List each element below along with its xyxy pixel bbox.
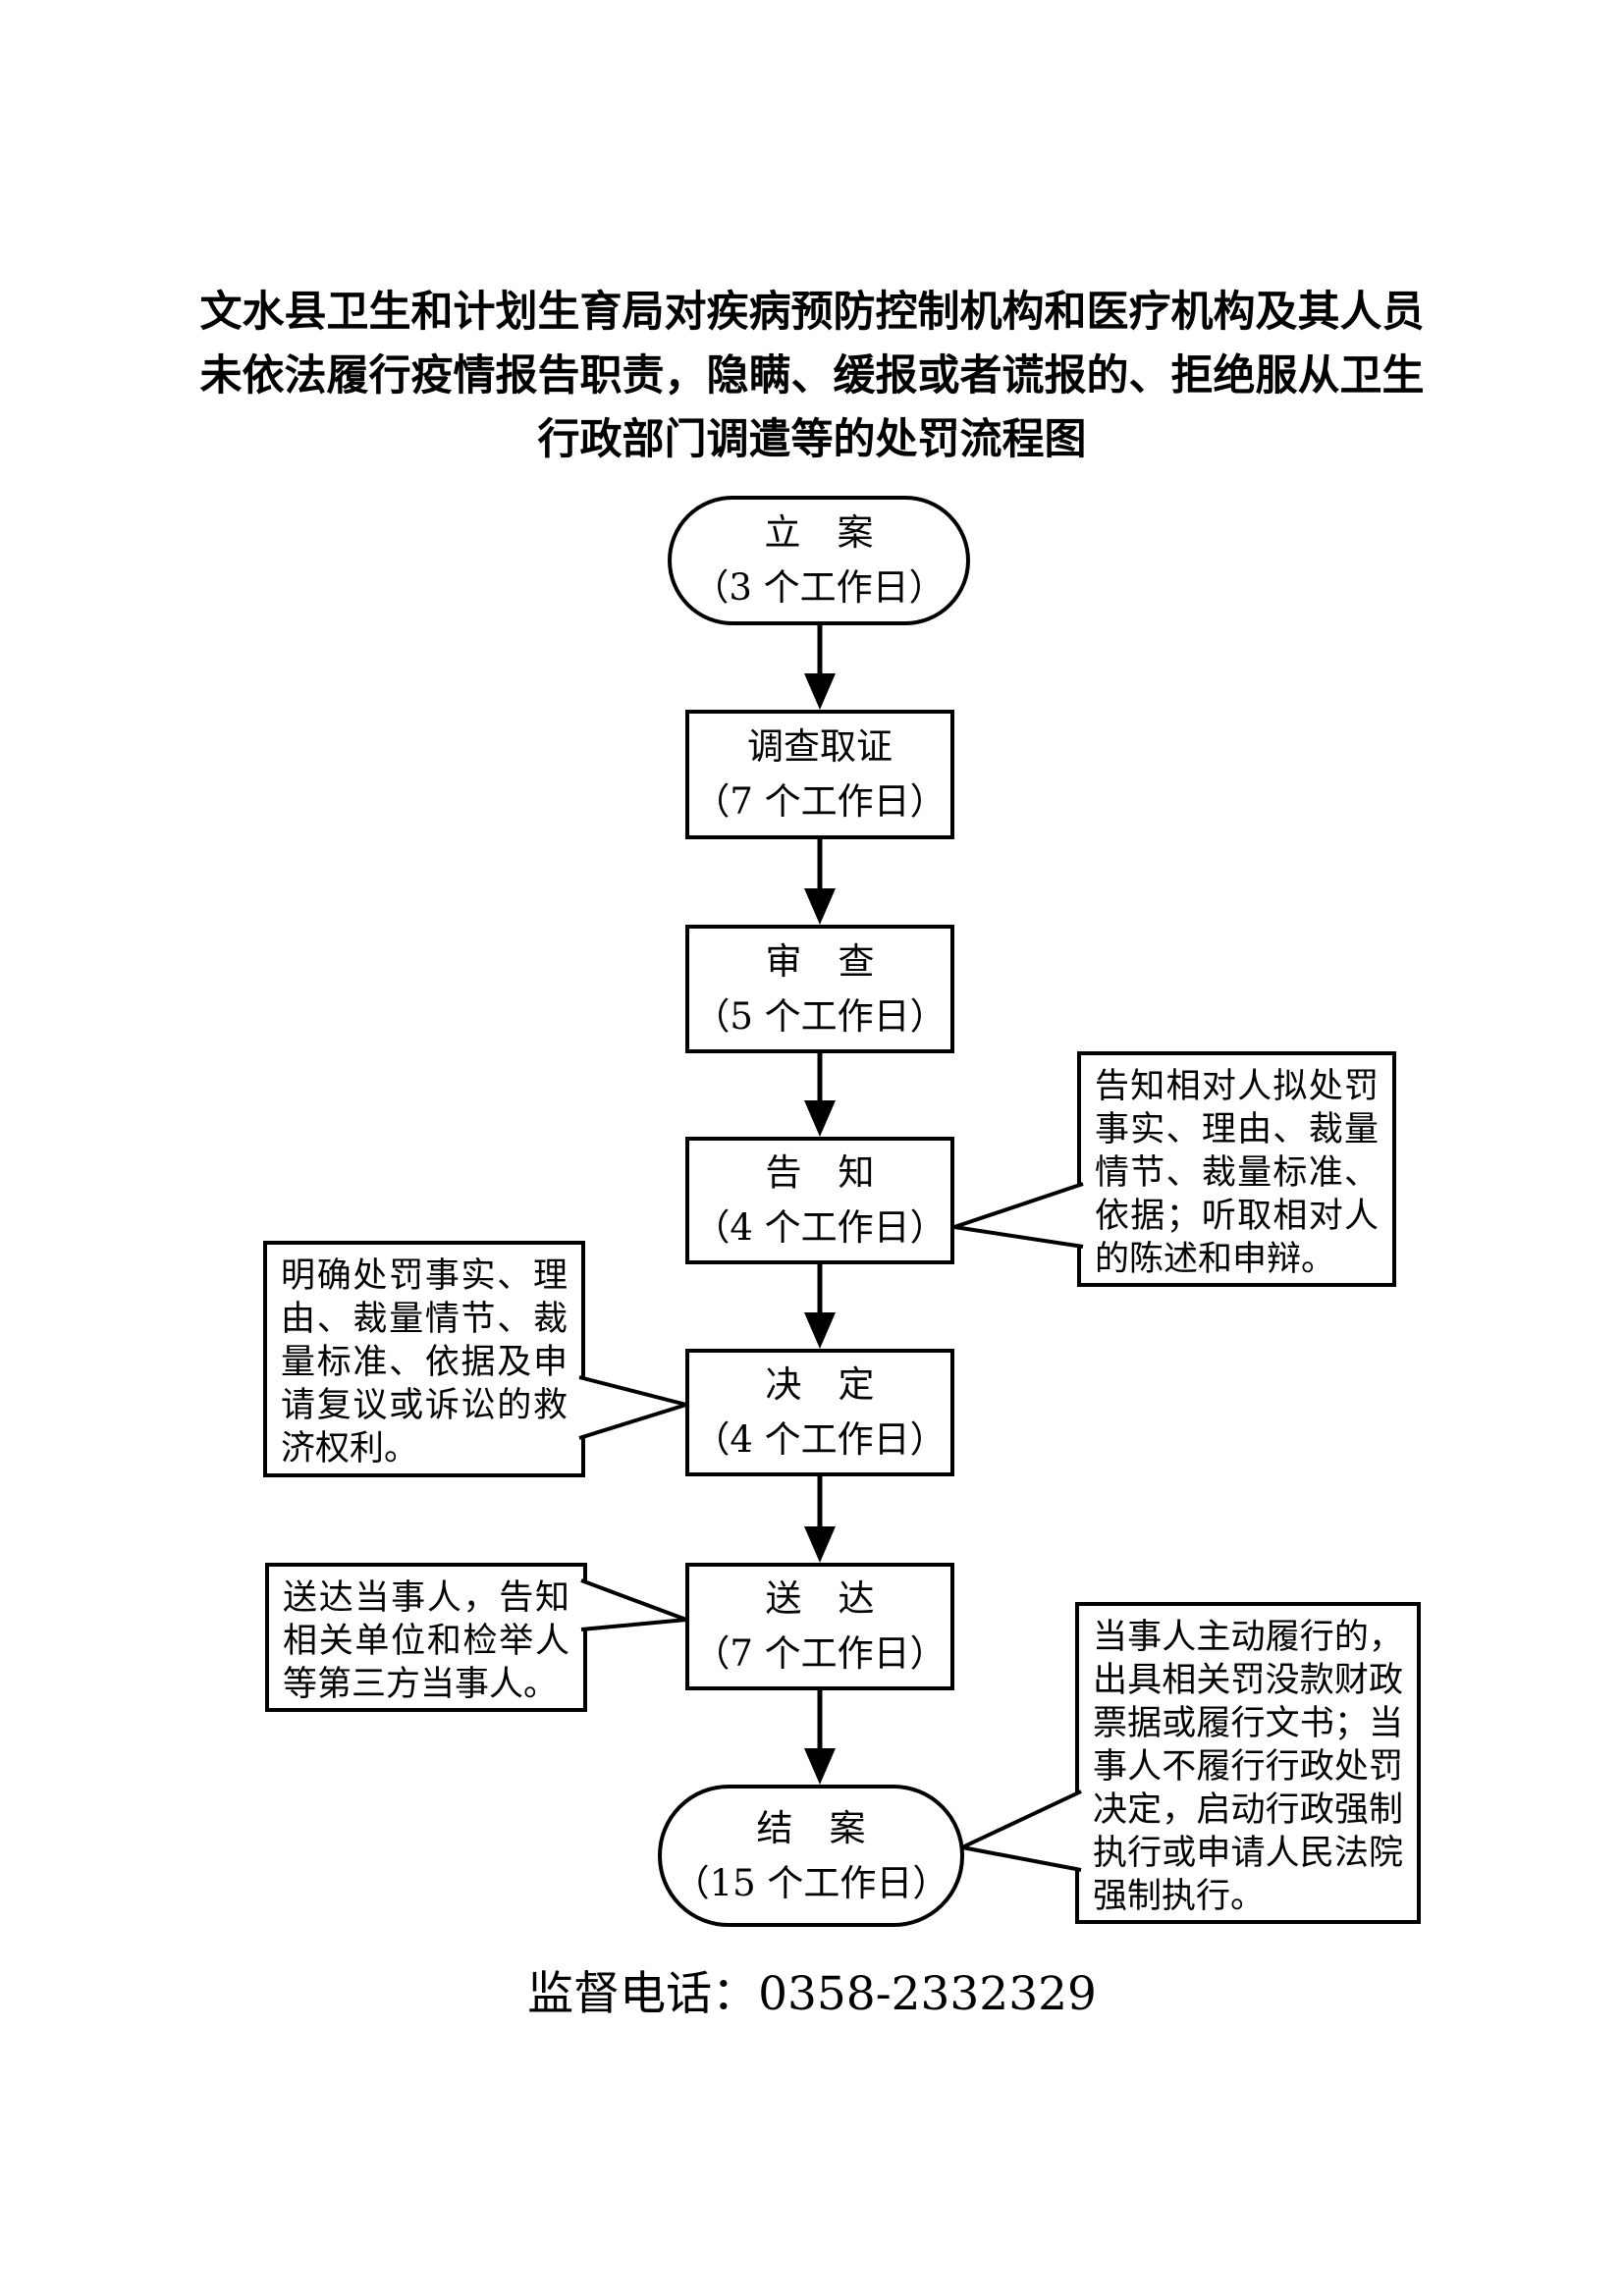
callout-decision-note: 明确处罚事实、理由、裁量情节、裁量标准、依据及申请复议或诉讼的救济权利。 <box>263 1241 585 1477</box>
flow-node-label: 审 查 <box>765 939 875 983</box>
arrow-review-to-notification <box>804 1053 836 1137</box>
flow-node-investigation: 调查取证 （7 个工作日） <box>685 710 954 839</box>
title-line-3: 行政部门调遣等的处罚流程图 <box>537 416 1087 463</box>
flow-node-duration: （5 个工作日） <box>693 994 947 1038</box>
title-line-2: 未依法履行疫情报告职责，隐瞒、缓报或者谎报的、拒绝服从卫生 <box>199 352 1425 400</box>
flow-node-label: 结 案 <box>756 1806 866 1849</box>
callout-text: 明确处罚事实、理由、裁量情节、裁量标准、依据及申请复议或诉讼的救济权利。 <box>281 1256 568 1468</box>
arrow-notification-to-decision <box>804 1264 836 1349</box>
flow-node-duration: （7 个工作日） <box>693 1632 947 1675</box>
flow-node-label: 调查取证 <box>747 725 893 768</box>
flow-node-case-closing: 结 案 （15 个工作日） <box>658 1785 964 1927</box>
flow-node-duration: （7 个工作日） <box>693 780 947 823</box>
flow-node-label: 立 案 <box>764 511 874 554</box>
flow-node-label: 送 达 <box>765 1577 875 1620</box>
callout-case-closing-note: 当事人主动履行的，出具相关罚没款财政票据或履行文书；当事人不履行行政处罚决定，启… <box>1075 1602 1421 1924</box>
flow-node-decision: 决 定 （4 个工作日） <box>685 1349 954 1476</box>
flow-node-duration: （4 个工作日） <box>693 1418 947 1461</box>
flow-node-delivery: 送 达 （7 个工作日） <box>685 1563 954 1690</box>
flow-node-duration: （4 个工作日） <box>693 1206 947 1249</box>
flow-node-label: 决 定 <box>765 1363 875 1406</box>
callout-pointer-case-closing <box>961 1789 1082 1872</box>
flow-node-duration: （3 个工作日） <box>692 566 946 609</box>
flow-node-review: 审 查 （5 个工作日） <box>685 925 954 1053</box>
supervision-phone: 监督电话：0358-2332329 <box>527 1967 1097 2021</box>
arrow-delivery-to-case-closing <box>804 1690 836 1785</box>
callout-text: 当事人主动履行的，出具相关罚没款财政票据或履行文书；当事人不履行行政处罚决定，启… <box>1093 1618 1403 1916</box>
flow-node-notification: 告 知 （4 个工作日） <box>685 1137 954 1264</box>
callout-notification-note: 告知相对人拟处罚事实、理由、裁量情节、裁量标准、依据；听取相对人的陈述和申辩。 <box>1077 1051 1396 1287</box>
arrow-investigation-to-review <box>804 839 836 925</box>
flow-node-filing: 立 案 （3 个工作日） <box>668 496 970 625</box>
callout-text: 送达当事人，告知相关单位和检举人等第三方当事人。 <box>283 1578 569 1704</box>
title-line-1: 文水县卫生和计划生育局对疾病预防控制机构和医疗机构及其人员 <box>199 289 1425 336</box>
arrow-decision-to-delivery <box>804 1476 836 1563</box>
document-title: 文水县卫生和计划生育局对疾病预防控制机构和医疗机构及其人员 未依法履行疫情报告职… <box>0 281 1624 472</box>
arrow-filing-to-investigation <box>804 625 836 710</box>
callout-delivery-note: 送达当事人，告知相关单位和检举人等第三方当事人。 <box>265 1563 587 1712</box>
callout-pointer-decision <box>578 1375 687 1440</box>
flow-node-label: 告 知 <box>765 1151 875 1194</box>
flow-node-duration: （15 个工作日） <box>673 1861 949 1904</box>
callout-pointer-notification <box>953 1182 1084 1249</box>
callout-pointer-delivery <box>580 1578 687 1631</box>
callout-text: 告知相对人拟处罚事实、理由、裁量情节、裁量标准、依据；听取相对人的陈述和申辩。 <box>1095 1067 1379 1279</box>
